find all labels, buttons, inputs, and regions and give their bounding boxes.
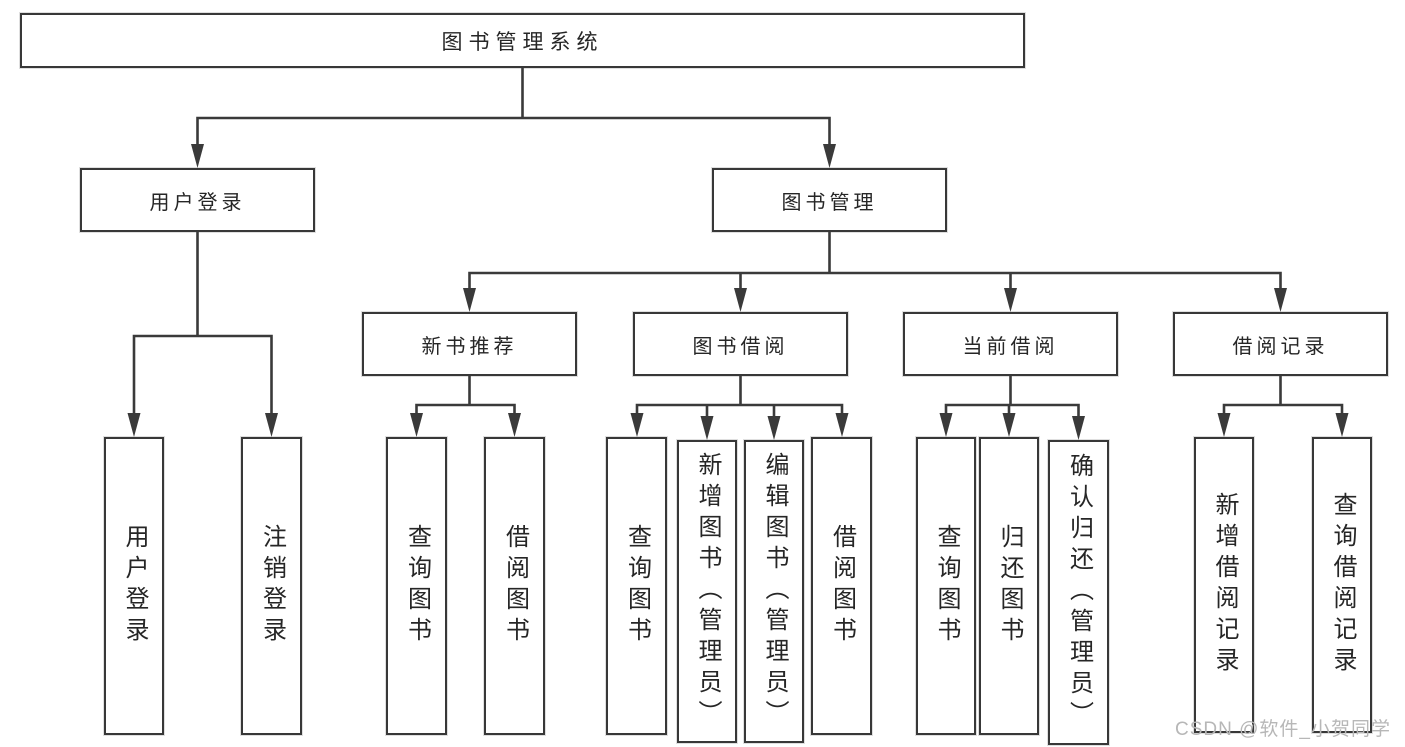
node-borrow-records-label: 借阅记录 [1232, 335, 1329, 358]
connector-current-borrow [939, 374, 1085, 440]
leaf-query-borrow-record: 查询借阅记录 [1312, 437, 1372, 733]
leaf-borrow-books-2: 借阅图书 [811, 437, 872, 735]
leaf-logout-label: 注销登录 [258, 524, 286, 648]
leaf-query-books-3: 查询图书 [916, 437, 976, 735]
node-new-book-recommend: 新书推荐 [362, 312, 577, 376]
leaf-return-book: 归还图书 [979, 437, 1039, 735]
leaf-confirm-return-admin: 确认归还（管理员） [1048, 440, 1109, 745]
node-current-borrow-label: 当前借阅 [962, 335, 1059, 358]
leaf-add-book-admin: 新增图书（管理员） [677, 440, 737, 743]
leaf-query-books-3-label: 查询图书 [933, 524, 960, 648]
leaf-query-books-1: 查询图书 [386, 437, 447, 735]
leaf-query-borrow-record-label: 查询借阅记录 [1329, 492, 1356, 678]
leaf-add-borrow-record: 新增借阅记录 [1194, 437, 1254, 733]
node-borrow-records: 借阅记录 [1173, 312, 1388, 376]
leaf-return-book-label: 归还图书 [996, 524, 1023, 648]
leaf-edit-book-admin-label: 编辑图书（管理员） [761, 452, 788, 731]
node-book-borrow-label: 图书借阅 [692, 335, 789, 358]
node-root: 图书管理系统 [20, 13, 1025, 68]
connector-borrow-records [1217, 374, 1349, 437]
node-book-borrow: 图书借阅 [633, 312, 848, 376]
leaf-borrow-books-2-label: 借阅图书 [828, 524, 856, 648]
leaf-confirm-return-admin-label: 确认归还（管理员） [1065, 453, 1093, 732]
connector-user-login [127, 230, 278, 437]
leaf-borrow-books-1-label: 借阅图书 [501, 524, 529, 648]
leaf-borrow-books-1: 借阅图书 [484, 437, 545, 735]
leaf-add-borrow-record-label: 新增借阅记录 [1211, 492, 1238, 678]
leaf-query-books-2-label: 查询图书 [623, 524, 651, 648]
leaf-user-login-label: 用户登录 [121, 524, 148, 648]
leaf-logout: 注销登录 [241, 437, 302, 735]
node-current-borrow: 当前借阅 [903, 312, 1118, 376]
node-root-label: 图书管理系统 [441, 30, 604, 54]
node-book-management-label: 图书管理 [781, 191, 878, 214]
connector-new-book-recommend [410, 374, 521, 437]
node-book-management: 图书管理 [712, 168, 947, 232]
leaf-edit-book-admin: 编辑图书（管理员） [744, 440, 804, 743]
leaf-add-book-admin-label: 新增图书（管理员） [694, 452, 721, 731]
connector-root [191, 66, 836, 168]
leaf-query-books-2: 查询图书 [606, 437, 667, 735]
leaf-query-books-1-label: 查询图书 [403, 524, 431, 648]
node-user-login-label: 用户登录 [149, 191, 246, 214]
node-user-login: 用户登录 [80, 168, 315, 232]
leaf-user-login: 用户登录 [104, 437, 164, 735]
connector-book-management [463, 230, 1287, 312]
node-new-book-recommend-label: 新书推荐 [421, 335, 518, 358]
connector-book-borrow [630, 374, 849, 440]
watermark-text: CSDN @软件_小贺同学 [1175, 719, 1391, 740]
